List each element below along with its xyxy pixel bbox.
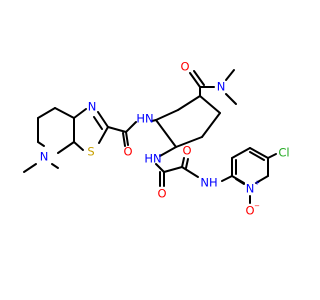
bond	[249, 151, 265, 161]
bond	[155, 109, 179, 121]
bond	[155, 163, 165, 173]
atom-oxalyl-o-right: O	[182, 144, 191, 158]
bond	[159, 146, 177, 157]
bond	[193, 70, 205, 86]
bond	[73, 108, 87, 119]
molecule-diagram: N S N HN O O N HN O O NH N + O − Cl	[23, 60, 290, 218]
bond	[231, 147, 251, 159]
atom-n-oxide-o: O	[245, 204, 254, 218]
bond	[267, 153, 277, 159]
atom-anilide-nh: NH	[200, 176, 217, 190]
bond	[93, 116, 103, 130]
bond-layer	[23, 69, 277, 204]
bond	[97, 111, 109, 128]
bond	[181, 157, 185, 168]
bond	[155, 119, 177, 148]
bond	[185, 158, 189, 169]
atom-dimethylamide-o: O	[180, 60, 189, 74]
bond	[189, 72, 201, 88]
bond	[175, 136, 203, 148]
bond	[163, 166, 183, 173]
atom-amide-o-upper: O	[123, 145, 132, 159]
bond	[122, 132, 126, 147]
atom-amide-nh-lower: HN	[144, 152, 161, 166]
bond	[37, 107, 56, 119]
bond	[181, 166, 199, 178]
atom-amide-nh-upper: HN	[136, 112, 153, 126]
bond	[125, 121, 137, 133]
charge-n-oxide-o: −	[254, 202, 260, 210]
bond	[249, 147, 269, 159]
bond	[255, 175, 269, 184]
bond	[221, 175, 233, 182]
bond	[177, 95, 201, 111]
atom-thiazole-s: S	[87, 145, 94, 159]
atom-layer: N S N HN O O N HN O O NH N + O − Cl	[40, 60, 290, 218]
bond	[225, 69, 235, 81]
atom-thiazole-n: N	[88, 100, 97, 114]
bond	[107, 126, 127, 133]
atom-oxalyl-o-left: O	[157, 187, 166, 201]
bond	[54, 107, 75, 119]
bond	[23, 163, 37, 173]
atom-ring-n: N	[40, 150, 49, 164]
bond	[57, 141, 75, 154]
atom-chloro: Cl	[278, 146, 289, 160]
bond	[199, 95, 221, 114]
bond	[98, 126, 109, 144]
bond	[151, 119, 157, 122]
bond	[125, 131, 129, 146]
bond	[225, 93, 237, 105]
bond	[235, 178, 245, 185]
charge-pyridine-n: +	[254, 179, 260, 187]
bond	[73, 141, 84, 151]
bond	[51, 163, 59, 169]
bond	[201, 112, 221, 138]
bond	[37, 141, 45, 147]
atom-pyridine-n: N	[246, 182, 255, 196]
atom-dimethylamide-n: N	[217, 80, 226, 94]
